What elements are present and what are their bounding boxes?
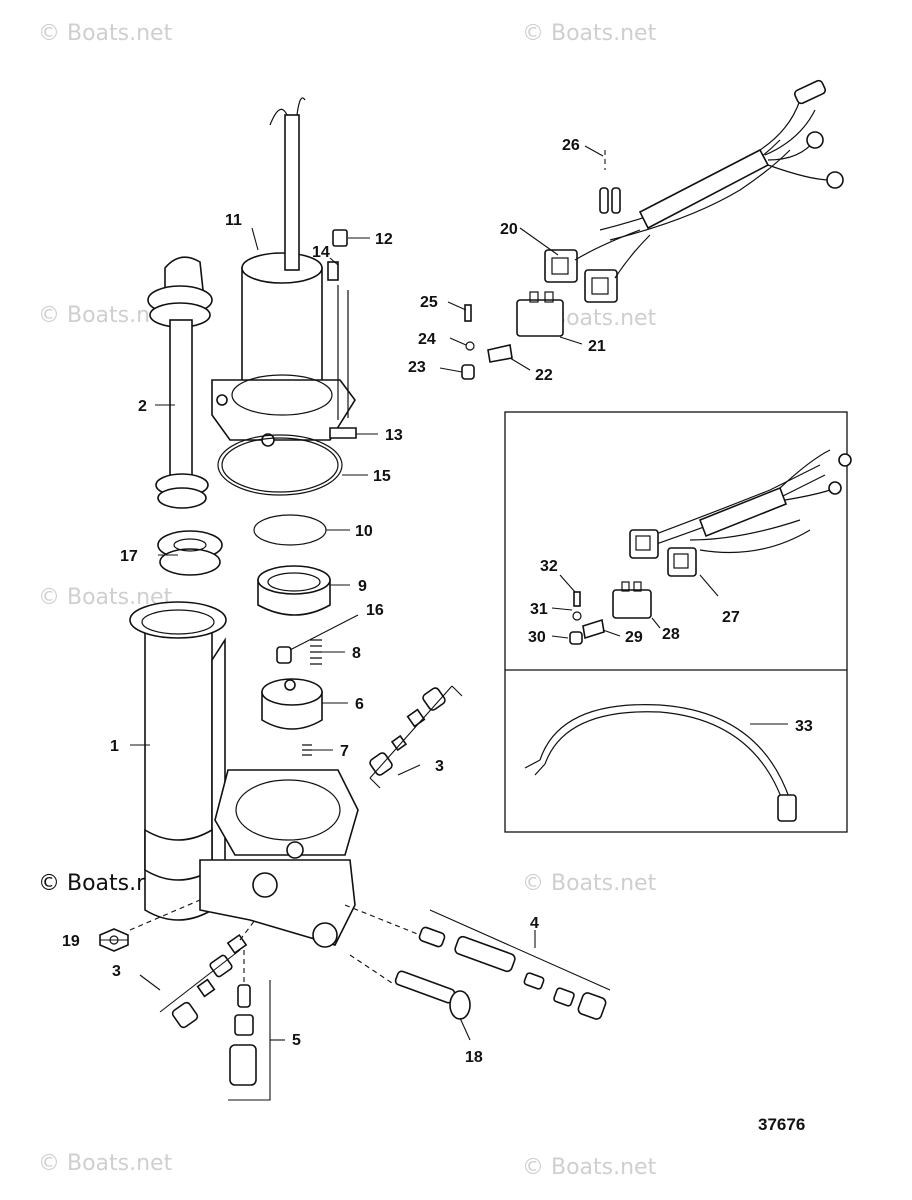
callout-29: 29 [625,629,643,646]
callout-28: 28 [662,626,680,643]
callout-10: 10 [355,523,373,540]
plug-16 [276,646,292,664]
callout-27: 27 [722,609,740,626]
watermark: © Boats.net [38,1151,173,1176]
watermark: © Boats.net [522,871,657,896]
callout-30: 30 [528,629,546,646]
grommet-23 [461,364,475,380]
callout-4: 4 [530,915,539,932]
watermark: © Boats.net [522,1155,657,1180]
wiring-harness-20 [544,79,844,303]
callout-5: 5 [292,1032,301,1049]
relay-21 [516,291,564,337]
callout-3: 3 [112,963,121,980]
bracket-22 [487,344,513,363]
callout-33: 33 [795,718,813,735]
callout-20: 20 [500,221,518,238]
callout-6: 6 [355,696,364,713]
callout-labels: 1 2 3 3 4 5 6 7 8 9 10 11 12 13 14 15 16… [62,137,813,1066]
fitting-18 [349,954,471,1020]
callout-1: 1 [110,738,119,755]
grommet-30 [569,631,583,645]
callout-23: 23 [408,359,426,376]
pump-base-manifold [199,769,359,948]
pump [261,678,323,730]
o-ring-15 [217,434,343,496]
callout-22: 22 [535,367,553,384]
relay-28 [612,581,652,619]
dash-line [129,899,201,931]
inset-box [504,411,848,833]
callout-18: 18 [465,1049,483,1066]
watermark: © Boats.net [522,21,657,46]
callout-15: 15 [373,468,391,485]
callout-3: 3 [435,758,444,775]
callout-14: 14 [312,244,330,261]
wiring-harness-27 [629,449,852,577]
valve-assembly-lower [159,919,256,1029]
callout-16: 16 [366,602,384,619]
callout-17: 17 [120,548,138,565]
callout-21: 21 [588,338,606,355]
spring-8 [310,639,322,665]
figure-number: 37676 [758,1115,805,1134]
washer-31 [572,611,582,621]
valve-assembly-4 [344,904,611,1020]
valve-assembly-upper [369,685,463,789]
callout-2: 2 [138,398,147,415]
electric-motor [211,97,356,447]
wire-lead-33 [524,704,797,822]
bolt-12 [332,229,348,247]
screw-32 [573,591,581,607]
screw-25 [464,304,472,322]
callout-8: 8 [352,645,361,662]
callout-13: 13 [385,427,403,444]
leader-lines [100,145,788,1041]
callout-26: 26 [562,137,580,154]
trim-cylinder [129,601,227,921]
callout-32: 32 [540,558,558,575]
watermark: © Boats.net [38,21,173,46]
callout-12: 12 [375,231,393,248]
long-bolts [329,285,357,439]
trim-ram-shaft [147,256,213,509]
callout-25: 25 [420,294,438,311]
bracket-29 [582,618,605,640]
callout-7: 7 [340,743,349,760]
callout-9: 9 [358,578,367,595]
callout-19: 19 [62,933,80,950]
callout-11: 11 [225,212,242,229]
filter-ring [257,565,331,616]
callout-31: 31 [530,601,548,618]
spring-7 [302,744,312,756]
valve-stack-5 [228,950,271,1101]
o-ring-10 [253,514,327,546]
o-ring-15-inner [221,437,339,493]
seal-ring [157,530,223,576]
washer-24 [465,341,475,351]
callout-24: 24 [418,331,436,348]
